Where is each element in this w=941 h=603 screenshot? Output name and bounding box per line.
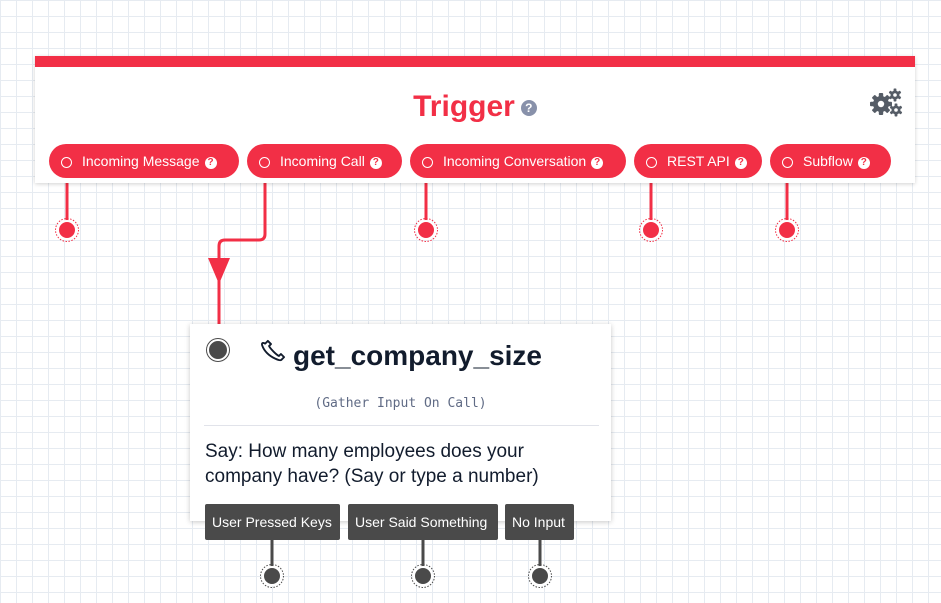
radio-icon bbox=[422, 157, 433, 168]
connection-arrow-icon bbox=[208, 258, 230, 284]
trigger-widget[interactable]: Trigger? bbox=[35, 56, 915, 183]
port-incoming-conversation bbox=[416, 220, 436, 240]
pill-label: Incoming Call bbox=[280, 153, 365, 169]
trigger-title: Trigger bbox=[413, 90, 515, 123]
radio-icon bbox=[259, 157, 270, 168]
widget-input-port[interactable] bbox=[207, 339, 229, 361]
pill-label: REST API bbox=[667, 153, 730, 169]
radio-icon bbox=[646, 157, 657, 168]
gears-icon[interactable] bbox=[869, 87, 903, 117]
port-incoming-message bbox=[57, 220, 77, 240]
trigger-incoming-conversation[interactable]: Incoming Conversation? bbox=[410, 144, 626, 178]
pill-label: Subflow bbox=[803, 153, 853, 169]
port-subflow bbox=[777, 220, 797, 240]
output-user-pressed-keys[interactable]: User Pressed Keys bbox=[205, 504, 340, 540]
help-icon[interactable]: ? bbox=[520, 100, 537, 116]
help-icon[interactable]: ? bbox=[369, 157, 382, 169]
widget-out-ports bbox=[260, 564, 552, 588]
radio-icon bbox=[782, 157, 793, 168]
help-icon[interactable]: ? bbox=[734, 157, 747, 169]
gather-input-widget[interactable]: get_company_size (Gather Input On Call) … bbox=[190, 324, 611, 521]
trigger-rest-api[interactable]: REST API? bbox=[634, 144, 762, 178]
pill-label: Incoming Message bbox=[82, 153, 200, 169]
trigger-title-row: Trigger? bbox=[35, 90, 915, 124]
widget-say-text: Say: How many employees does your compan… bbox=[205, 441, 539, 487]
trigger-subflow[interactable]: Subflow? bbox=[770, 144, 891, 178]
output-no-input[interactable]: No Input bbox=[505, 504, 574, 540]
widget-name: get_company_size bbox=[293, 340, 542, 371]
help-icon[interactable]: ? bbox=[204, 157, 217, 169]
trigger-incoming-call[interactable]: Incoming Call? bbox=[247, 144, 402, 178]
widget-type: (Gather Input On Call) bbox=[314, 396, 487, 411]
divider bbox=[204, 425, 599, 426]
phone-icon bbox=[261, 339, 286, 362]
trigger-out-ports bbox=[55, 218, 799, 242]
widget-title-row: get_company_size bbox=[190, 338, 611, 372]
help-icon[interactable]: ? bbox=[591, 157, 604, 169]
radio-icon bbox=[61, 157, 72, 168]
port-no-input bbox=[530, 566, 550, 586]
help-icon[interactable]: ? bbox=[857, 157, 870, 169]
pill-label: Incoming Conversation bbox=[443, 153, 587, 169]
output-user-said-something[interactable]: User Said Something bbox=[348, 504, 498, 540]
port-user-said-something bbox=[413, 566, 433, 586]
trigger-incoming-message[interactable]: Incoming Message? bbox=[49, 144, 239, 178]
port-user-pressed-keys bbox=[262, 566, 282, 586]
port-rest-api bbox=[641, 220, 661, 240]
